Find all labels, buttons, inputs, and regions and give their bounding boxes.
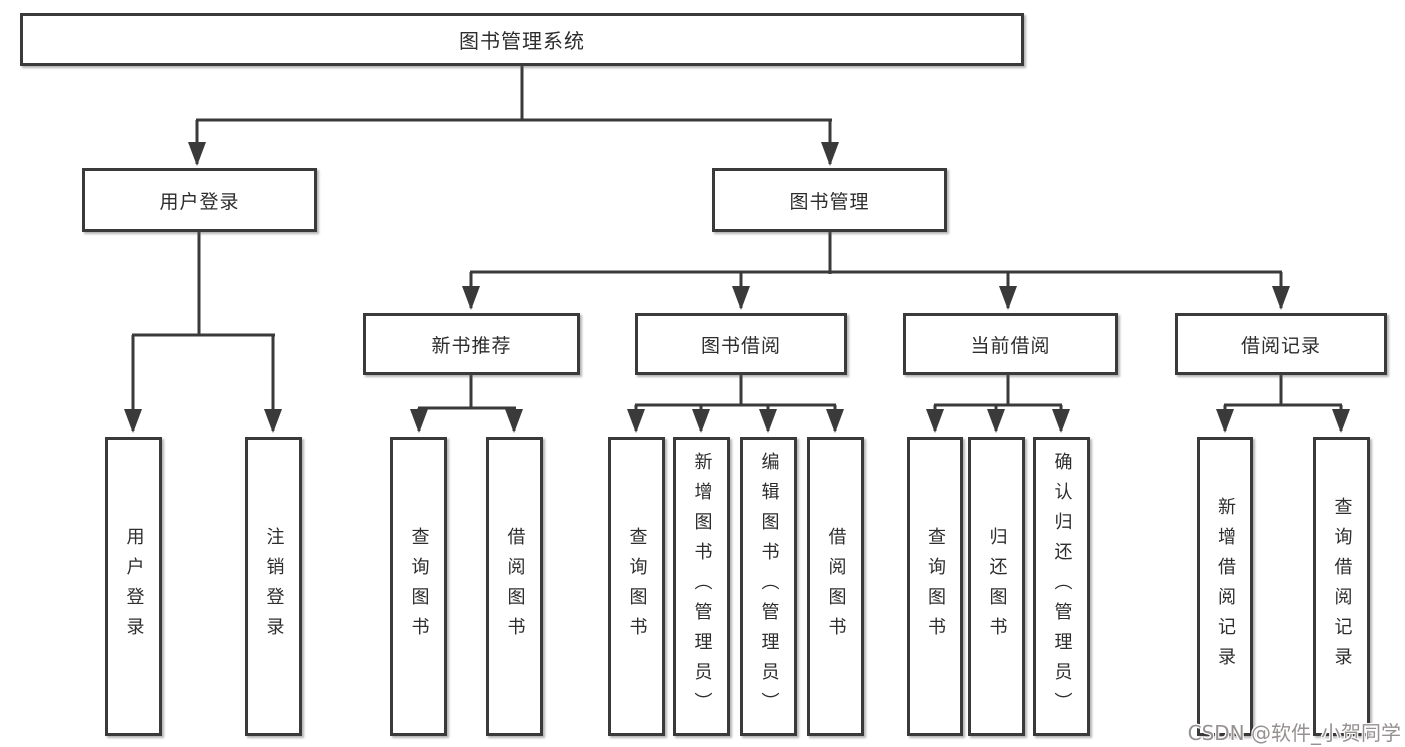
node-book-borrowing: 图书借阅 bbox=[635, 313, 847, 375]
leaf-borrowing-edit-books-admin-label: 编辑图书（管理员） bbox=[758, 451, 780, 722]
node-library-management-system-label: 图书管理系统 bbox=[459, 29, 585, 53]
node-borrowing-records: 借阅记录 bbox=[1175, 313, 1387, 375]
leaf-recommend-borrow-books-label: 借阅图书 bbox=[504, 526, 526, 647]
leaf-records-add-record-label: 新增借阅记录 bbox=[1215, 496, 1236, 677]
node-new-book-recommendation-label: 新书推荐 bbox=[431, 334, 512, 357]
leaf-logout-login: 注销登录 bbox=[245, 437, 302, 736]
leaf-current-query-books: 查询图书 bbox=[907, 437, 963, 736]
leaf-borrowing-borrow-books-label: 借阅图书 bbox=[825, 526, 847, 647]
leaf-current-return-books: 归还图书 bbox=[968, 437, 1025, 736]
node-new-book-recommendation: 新书推荐 bbox=[363, 313, 580, 375]
leaf-logout-login-label: 注销登录 bbox=[263, 526, 285, 647]
node-current-borrowing: 当前借阅 bbox=[903, 313, 1118, 375]
leaf-current-confirm-return-admin-label: 确认归还（管理员） bbox=[1051, 451, 1073, 722]
node-book-management: 图书管理 bbox=[712, 168, 947, 232]
node-user-login: 用户登录 bbox=[82, 168, 317, 232]
leaf-borrowing-edit-books-admin: 编辑图书（管理员） bbox=[740, 437, 797, 736]
leaf-borrowing-query-books-label: 查询图书 bbox=[626, 526, 648, 647]
leaf-records-add-record: 新增借阅记录 bbox=[1197, 437, 1253, 736]
arrow-lines bbox=[124, 120, 1350, 433]
node-book-borrowing-label: 图书借阅 bbox=[700, 334, 781, 357]
node-user-login-label: 用户登录 bbox=[159, 190, 240, 213]
node-current-borrowing-label: 当前借阅 bbox=[970, 334, 1051, 357]
watermark: CSDN @软件_小贺同学 bbox=[1187, 721, 1401, 745]
leaf-user-login: 用户登录 bbox=[105, 437, 162, 736]
leaf-current-return-books-label: 归还图书 bbox=[986, 526, 1008, 647]
leaf-records-query-record-label: 查询借阅记录 bbox=[1331, 496, 1353, 677]
leaf-borrowing-add-books-admin: 新增图书（管理员） bbox=[673, 437, 730, 736]
leaf-borrowing-add-books-admin-label: 新增图书（管理员） bbox=[691, 451, 713, 722]
branch-lines bbox=[132, 66, 1342, 410]
node-borrowing-records-label: 借阅记录 bbox=[1240, 334, 1321, 357]
leaf-user-login-label: 用户登录 bbox=[123, 526, 145, 647]
leaf-recommend-borrow-books: 借阅图书 bbox=[486, 437, 543, 736]
node-library-management-system: 图书管理系统 bbox=[20, 13, 1024, 66]
leaf-borrowing-borrow-books: 借阅图书 bbox=[807, 437, 864, 736]
node-book-management-label: 图书管理 bbox=[789, 190, 870, 213]
leaf-recommend-query-books: 查询图书 bbox=[390, 437, 447, 736]
leaf-current-query-books-label: 查询图书 bbox=[925, 526, 946, 647]
leaf-records-query-record: 查询借阅记录 bbox=[1313, 437, 1370, 736]
leaf-recommend-query-books-label: 查询图书 bbox=[408, 526, 430, 647]
leaf-current-confirm-return-admin: 确认归还（管理员） bbox=[1033, 437, 1090, 736]
leaf-borrowing-query-books: 查询图书 bbox=[608, 437, 665, 736]
